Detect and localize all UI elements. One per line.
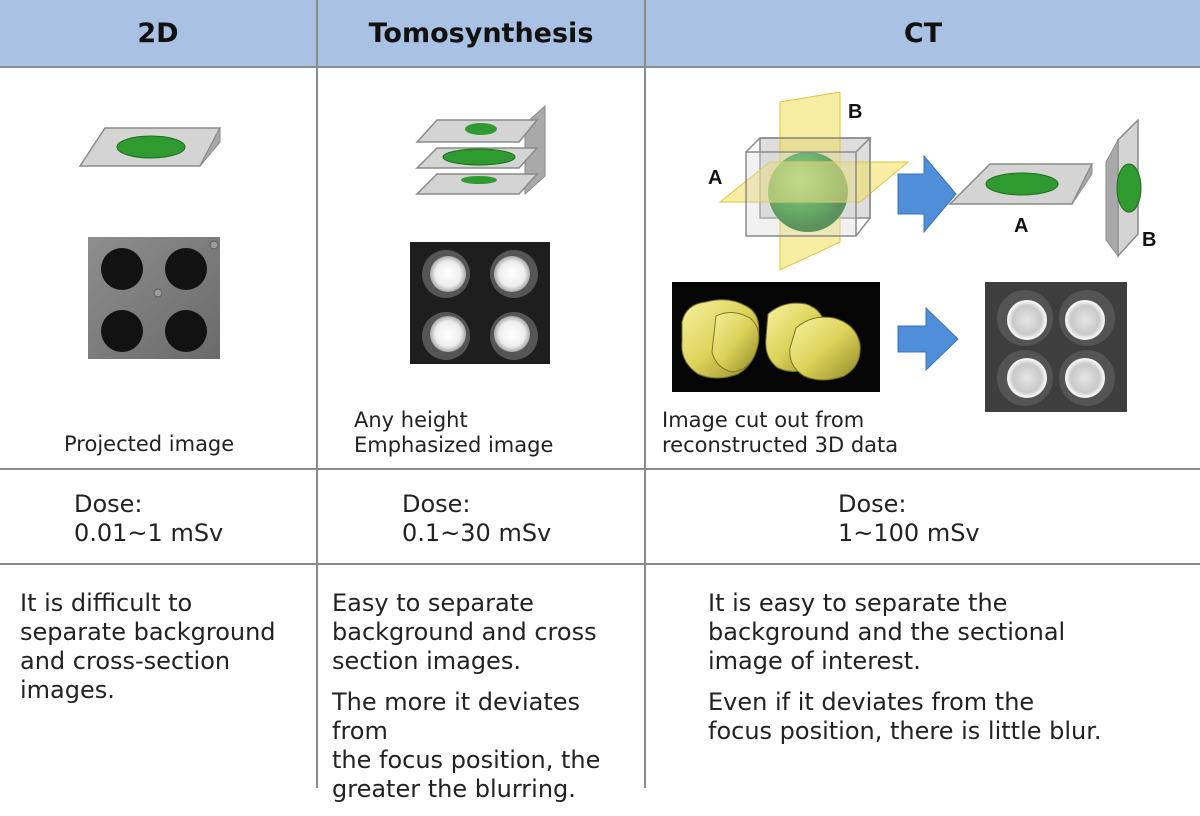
dose-label-2d: Dose: <box>74 490 143 518</box>
dose-value-ct: 1~100 mSv <box>838 519 980 547</box>
table-header <box>0 0 1200 68</box>
label-a-left: A <box>708 167 722 189</box>
label-a-slice: A <box>1014 215 1028 237</box>
ct-3d-rendered-volume-image <box>672 282 880 392</box>
label-b-top: B <box>848 101 862 123</box>
description-line: focus position, there is little blur. <box>708 717 1102 745</box>
description-line: section images. <box>332 647 521 675</box>
description-line: background and the sectional <box>708 618 1066 646</box>
caption-any-height: Any height <box>354 408 468 432</box>
description-line: Easy to separate <box>332 589 534 617</box>
column-divider <box>316 0 318 788</box>
description-line: It is difficult to <box>20 589 193 617</box>
description-tomosynthesis: Easy to separate background and cross se… <box>332 589 638 816</box>
description-line: image of interest. <box>708 647 921 675</box>
tomosynthesis-emphasized-image <box>410 242 550 364</box>
description-line: images. <box>20 676 115 704</box>
description-line: and cross-section <box>20 647 231 675</box>
2d-projected-image <box>88 237 220 359</box>
column-divider <box>644 0 646 788</box>
label-b-slice: B <box>1142 229 1156 251</box>
dose-value-2d: 0.01~1 mSv <box>74 519 224 547</box>
description-line: The more it deviates from <box>332 688 581 745</box>
description-line: It is easy to separate the <box>708 589 1008 617</box>
row-divider <box>0 468 1200 470</box>
column-header-2d: 2D <box>137 17 179 49</box>
tomosynthesis-stacked-planes-diagram <box>415 104 546 196</box>
description-ct: It is easy to separate the background an… <box>708 589 1188 758</box>
dose-value-tomosynthesis: 0.1~30 mSv <box>402 519 552 547</box>
caption-reconstructed-3d-data: reconstructed 3D data <box>662 433 899 457</box>
column-header-ct: CT <box>903 17 943 49</box>
caption-emphasized-image: Emphasized image <box>354 433 554 457</box>
dose-label-tomosynthesis: Dose: <box>402 490 471 518</box>
column-header-tomosynthesis: Tomosynthesis <box>368 17 594 49</box>
caption-projected-image: Projected image <box>64 432 235 456</box>
description-2d: It is difficult to separate background a… <box>20 589 310 705</box>
description-line: Even if it deviates from the <box>708 688 1035 716</box>
row-divider <box>0 563 1200 565</box>
arrow-right-icon <box>897 306 959 372</box>
dose-label-ct: Dose: <box>838 490 907 518</box>
2d-plane-diagram <box>78 127 222 167</box>
ct-cross-section-image <box>985 282 1127 412</box>
description-line: greater the blurring. <box>332 775 576 803</box>
description-line: separate background <box>20 618 276 646</box>
ct-3d-reconstruction-diagram: A B A B <box>708 92 1156 271</box>
description-line: background and cross <box>332 618 597 646</box>
caption-image-cut-out: Image cut out from <box>662 408 865 432</box>
description-line: the focus position, the <box>332 746 601 774</box>
